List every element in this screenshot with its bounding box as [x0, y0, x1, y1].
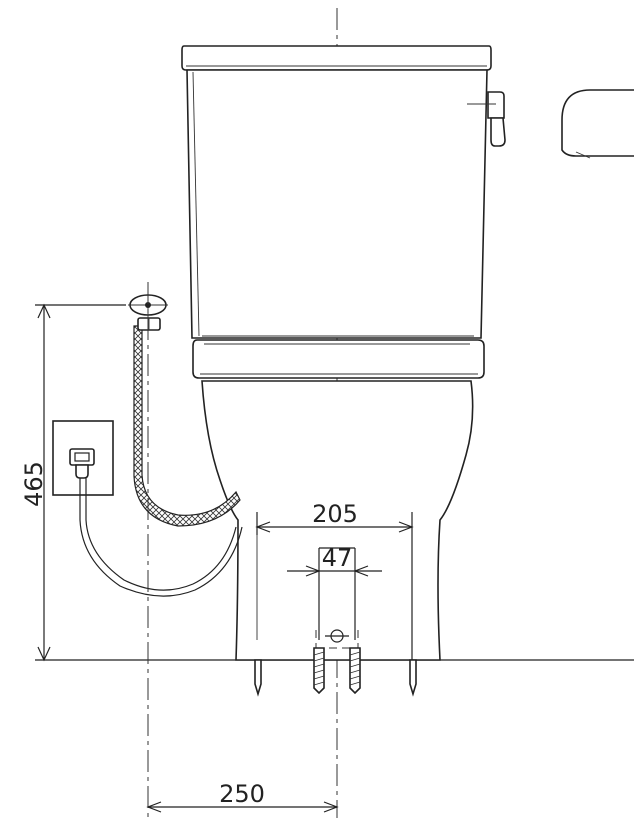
bolt-spacing-label: 47: [322, 544, 353, 572]
dimension-height: 465: [20, 303, 126, 662]
power-cable: [79, 478, 243, 597]
dimension-bolt-spacing: 47: [287, 544, 382, 640]
height-label: 465: [20, 461, 48, 507]
dimension-bottom-width: 205: [255, 500, 414, 660]
tank-body: [186, 69, 488, 339]
wall-offset-label: 250: [219, 780, 265, 808]
plug-icon: [69, 448, 95, 479]
bottom-width-label: 205: [312, 500, 358, 528]
faucet-spout: [561, 89, 634, 157]
floor-bolts: [254, 647, 417, 697]
flush-lever-icon: [467, 91, 506, 147]
floor-anchor-symbol: [315, 629, 359, 649]
toilet-seat: [192, 339, 485, 379]
toilet-bowl: [201, 380, 474, 661]
dimension-wall-offset: 250: [146, 780, 339, 813]
